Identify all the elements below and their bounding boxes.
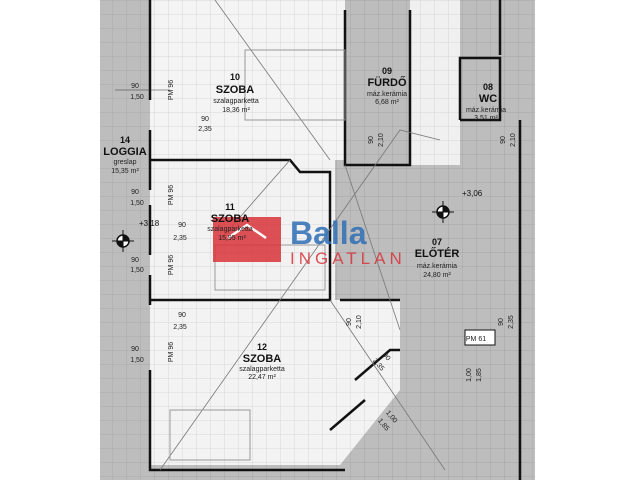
svg-text:2,10: 2,10 [510,133,517,147]
svg-text:2,35: 2,35 [198,126,212,133]
svg-text:2,10: 2,10 [378,133,385,147]
room-label-08: 08 WC máz.kerámia 3,51 m² [466,82,506,122]
svg-text:PM 96: PM 96 [168,80,175,100]
svg-text:szalagparketta: szalagparketta [207,226,253,233]
svg-text:máz.kerámia: máz.kerámia [417,263,457,270]
svg-text:24,80 m²: 24,80 m² [423,272,451,279]
walls [148,0,522,480]
svg-text:szalagparketta: szalagparketta [239,366,285,373]
svg-text:1,50: 1,50 [130,357,144,364]
svg-text:08: 08 [483,82,493,92]
svg-text:SZOBA: SZOBA [216,84,255,96]
dimension-labels: 90 1,50 90 2,35 90 1,50 90 2,35 90 1,50 … [115,80,517,433]
svg-text:12: 12 [257,342,267,352]
svg-text:PM 96: PM 96 [168,342,175,362]
svg-text:PM 96: PM 96 [168,255,175,275]
svg-text:90: 90 [131,189,139,196]
svg-text:18,36 m²: 18,36 m² [222,107,250,114]
svg-text:90: 90 [201,116,209,123]
svg-text:14: 14 [120,135,130,145]
svg-text:2,35: 2,35 [173,235,187,242]
level-marker-icon [432,201,454,223]
svg-text:szalagparketta: szalagparketta [213,98,259,105]
svg-text:SZOBA: SZOBA [243,353,282,365]
svg-text:1,50: 1,50 [130,267,144,274]
svg-text:máz.kerámia: máz.kerámia [466,107,506,114]
level-label: +3,18 [139,219,160,228]
svg-text:1,00: 1,00 [466,368,473,382]
svg-text:90: 90 [368,136,375,144]
svg-text:2,35: 2,35 [508,315,515,329]
room-label-07: 07 ELŐTÉR máz.kerámia 24,80 m² [415,237,460,279]
svg-text:1,50: 1,50 [130,94,144,101]
room-label-14: 14 LOGGIA greslap 15,35 m² [103,135,146,175]
svg-text:90: 90 [178,312,186,319]
level-label: +3,06 [462,189,483,198]
svg-text:15,35 m²: 15,35 m² [111,168,139,175]
svg-text:2,35: 2,35 [173,324,187,331]
svg-text:1,85: 1,85 [476,368,483,382]
svg-text:greslap: greslap [114,159,137,166]
svg-text:WC: WC [479,93,497,105]
svg-text:90: 90 [346,318,353,326]
balla-ingatlan-logo: Balla INGATLAN [213,215,406,268]
svg-text:07: 07 [432,237,442,247]
svg-text:SZOBA: SZOBA [211,213,250,225]
svg-text:10: 10 [230,72,240,82]
svg-text:PM 96: PM 96 [168,185,175,205]
svg-text:11: 11 [225,202,235,212]
level-marker-icon [112,230,134,252]
svg-text:FÜRDŐ: FÜRDŐ [367,76,407,89]
svg-text:90: 90 [178,222,186,229]
svg-text:90: 90 [500,136,507,144]
svg-text:3,51 m²: 3,51 m² [474,115,498,122]
svg-text:LOGGIA: LOGGIA [103,146,146,158]
svg-text:máz.kerámia: máz.kerámia [367,91,407,98]
room-label-10: 10 SZOBA szalagparketta 18,36 m² [213,72,259,114]
room-label-09: 09 FÜRDŐ máz.kerámia 6,68 m² [367,66,407,106]
svg-text:90: 90 [498,318,505,326]
svg-text:6,68 m²: 6,68 m² [375,99,399,106]
svg-text:INGATLAN: INGATLAN [290,249,406,268]
svg-text:Balla: Balla [290,215,367,251]
svg-text:2,10: 2,10 [356,315,363,329]
svg-text:90: 90 [381,352,391,363]
svg-text:ELŐTÉR: ELŐTÉR [415,247,460,260]
svg-text:22,47 m²: 22,47 m² [248,374,276,381]
svg-text:1,50: 1,50 [130,200,144,207]
svg-text:90: 90 [131,346,139,353]
room-label-12: 12 SZOBA szalagparketta 22,47 m² [239,342,285,381]
room-label-11: 11 SZOBA szalagparketta 15,95 m² [207,202,253,242]
svg-text:90: 90 [131,83,139,90]
svg-text:09: 09 [382,66,392,76]
svg-text:PM 61: PM 61 [466,336,486,343]
svg-text:15,95 m²: 15,95 m² [218,235,246,242]
svg-text:90: 90 [131,257,139,264]
